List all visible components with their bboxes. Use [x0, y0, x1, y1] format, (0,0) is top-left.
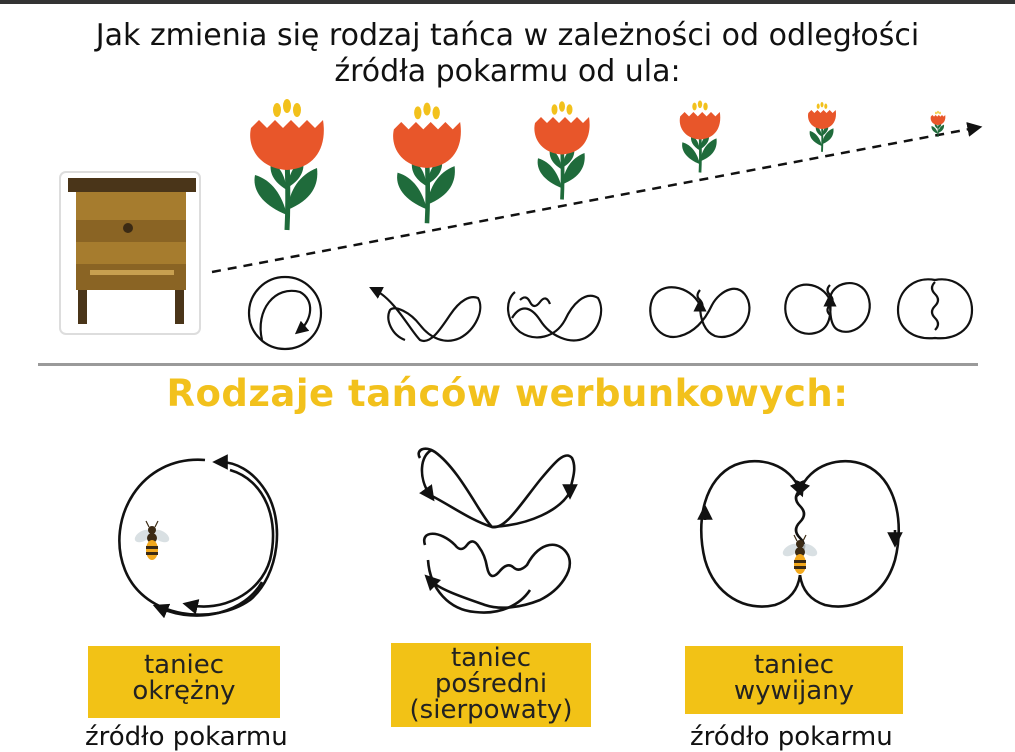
- small-sickle-dance-icon: [369, 287, 482, 343]
- flower-icon: [250, 99, 324, 230]
- section-heading: Rodzaje tańców werbunkowych:: [166, 372, 849, 415]
- small-transition-dance-icon: [507, 291, 603, 342]
- bottom-text-right: źródło pokarmu: [690, 722, 893, 752]
- distance-arrow: [211, 122, 983, 274]
- waggle-dance-diagram: [697, 459, 903, 608]
- bee-icon: [132, 520, 172, 561]
- top-border: [0, 0, 1015, 4]
- small-waggle-dance-icon-2: [784, 282, 871, 335]
- small-round-dance-icon: [247, 275, 323, 351]
- dance-sequence: [247, 275, 974, 351]
- flower-icon: [393, 103, 461, 224]
- flower-icon: [532, 99, 592, 202]
- sickle-dance-label: taniec pośredni (sierpowaty): [391, 643, 591, 727]
- page-title: Jak zmienia się rodzaj tańca w zależnośc…: [0, 18, 1015, 90]
- round-dance-label: taniec okrężny: [88, 646, 280, 718]
- sickle-dance-diagram: [417, 447, 578, 614]
- section-divider: [38, 363, 978, 366]
- title-line-1: Jak zmienia się rodzaj tańca w zależnośc…: [95, 18, 920, 53]
- flower-icon: [678, 99, 722, 174]
- bee-icon: [780, 534, 820, 575]
- waggle-dance-label: taniec wywijany: [685, 646, 903, 714]
- beehive-icon: [59, 171, 201, 335]
- small-waggle-dance-icon-3: [896, 278, 974, 340]
- flower-icon: [807, 101, 837, 153]
- small-waggle-dance-icon-1: [649, 286, 751, 339]
- bottom-text-left: źródło pokarmu: [85, 722, 288, 752]
- title-line-2: źródła pokarmu od ula:: [334, 54, 681, 89]
- round-dance-diagram: [118, 454, 279, 619]
